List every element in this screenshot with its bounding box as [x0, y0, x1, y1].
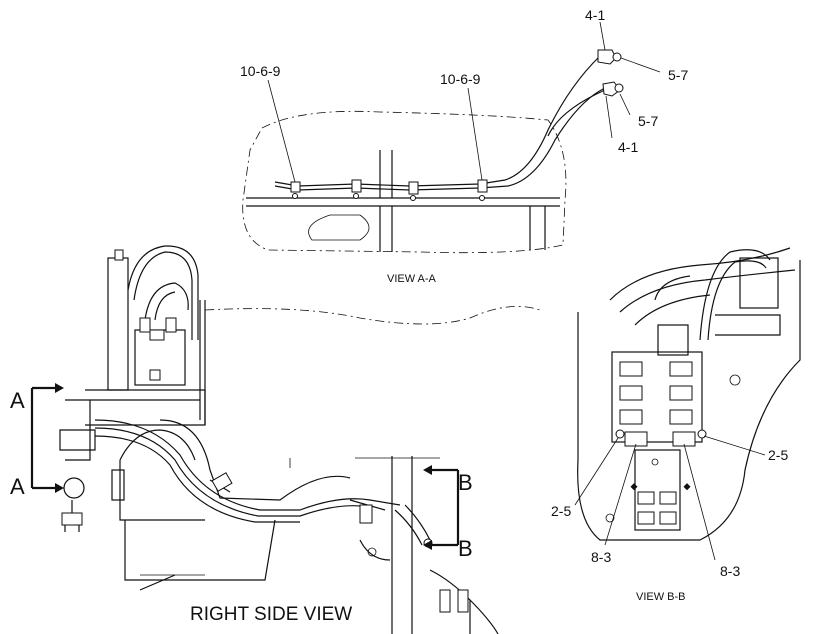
callout-4-1-low: 4-1 — [618, 139, 638, 155]
callout-2-5-left: 2-5 — [551, 503, 571, 519]
callout-10-6-9-mid: 10-6-9 — [440, 71, 481, 87]
view-aa-drawing — [242, 21, 661, 254]
callout-2-5-right: 2-5 — [768, 447, 788, 463]
callout-4-1-top: 4-1 — [585, 7, 605, 23]
callout-5-7-top: 5-7 — [668, 67, 688, 83]
callout-8-3-left: 8-3 — [591, 549, 611, 565]
section-a-top: A — [10, 388, 25, 413]
callout-8-3-right: 8-3 — [720, 563, 740, 579]
callout-5-7-mid: 5-7 — [638, 113, 658, 129]
section-b-bottom: B — [458, 536, 473, 561]
view-bb-drawing — [574, 247, 801, 561]
callout-10-6-9-left: 10-6-9 — [240, 63, 281, 79]
section-b-top: B — [458, 470, 473, 495]
view-bb-title: VIEW B-B — [636, 591, 686, 603]
view-aa-title: VIEW A-A — [387, 273, 437, 285]
section-a-bottom: A — [10, 474, 25, 499]
right-side-view-title: RIGHT SIDE VIEW — [190, 604, 352, 625]
right-side-drawing — [30, 245, 499, 634]
